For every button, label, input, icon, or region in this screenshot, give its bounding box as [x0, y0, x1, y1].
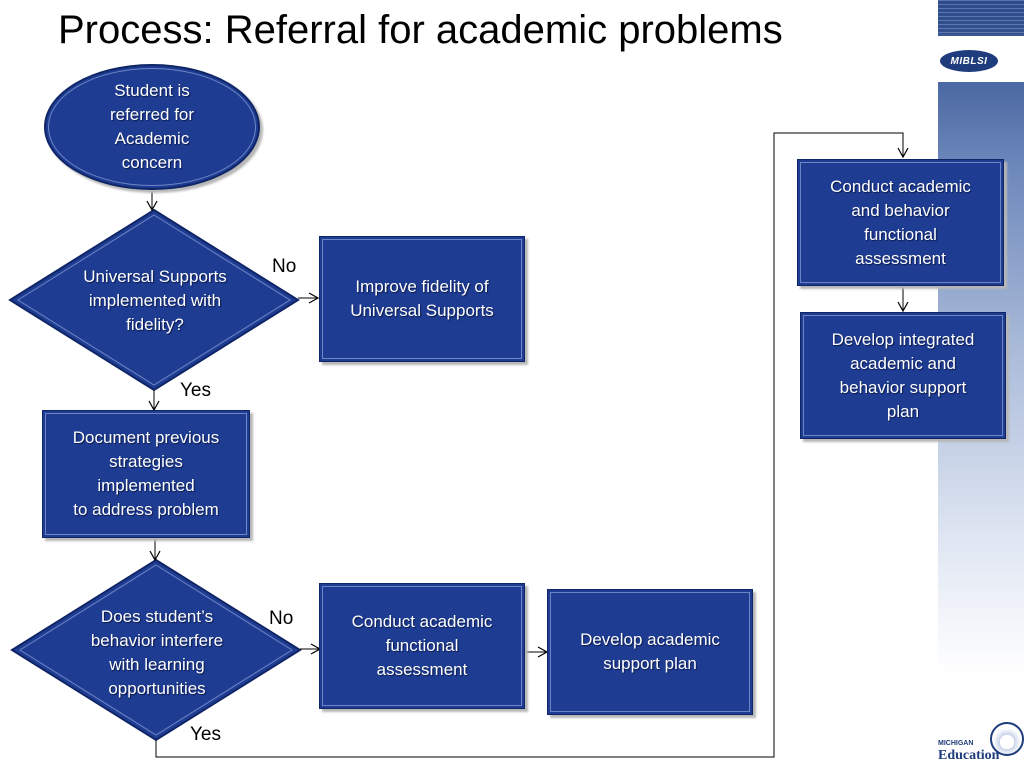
- decision-diamond-universal-inner: [17, 214, 291, 386]
- box-conduct-academic-fa: Conduct academic functional assessment: [319, 583, 525, 709]
- box-develop-academic-plan: Develop academic support plan: [547, 589, 753, 715]
- edge-label-behavior-yes: Yes: [190, 724, 221, 745]
- slide-title: Process: Referral for academic problems: [58, 8, 783, 52]
- michigan-education-logo: MICHIGAN Education: [936, 722, 1024, 766]
- start-node-referral: Student is referred for Academic concern: [44, 64, 260, 190]
- box-document-strategies: Document previous strategies implemented…: [42, 410, 250, 538]
- decision-label-behavior-interferes: Does student’s behavior interfere with l…: [90, 607, 224, 698]
- logo-text-big: Education: [938, 748, 1000, 763]
- edge-label-universal-yes: Yes: [180, 380, 211, 401]
- edge-label-universal-no: No: [272, 256, 297, 277]
- box-conduct-academic-behavior-fa: Conduct academic and behavior functional…: [797, 159, 1004, 286]
- decision-label-universal-supports: Universal Supports implemented with fide…: [83, 267, 227, 334]
- box-develop-integrated-plan: Develop integrated academic and behavior…: [800, 312, 1006, 439]
- logo-text-small: MICHIGAN: [938, 740, 974, 747]
- edge-label-behavior-no: No: [269, 608, 294, 629]
- seal-icon: [990, 722, 1024, 756]
- connector-decision2-yes-route: [155, 132, 909, 758]
- box-improve-fidelity: Improve fidelity of Universal Supports: [319, 236, 525, 362]
- decision-diamond-behavior-inner: [19, 564, 293, 736]
- miblsi-logo: MIBLSI: [940, 50, 998, 72]
- brand-stripes: [938, 0, 1024, 34]
